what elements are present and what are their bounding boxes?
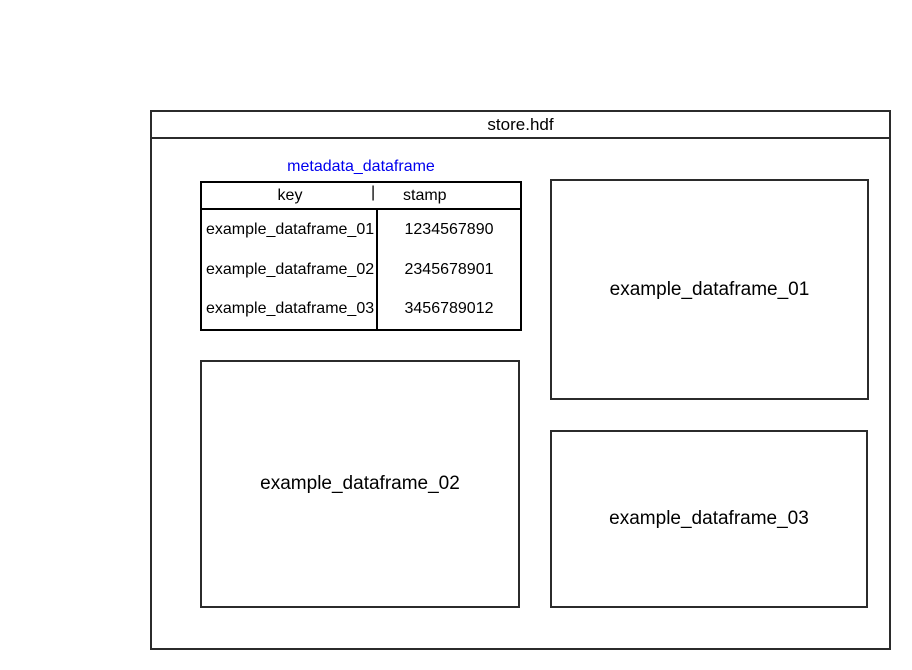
dataframe-box-01: example_dataframe_01	[550, 179, 869, 400]
cell-key: example_dataframe_01	[202, 210, 378, 250]
table-row: example_dataframe_01 1234567890	[202, 210, 520, 250]
dataframe-box-03: example_dataframe_03	[550, 430, 868, 608]
column-header-stamp: stamp	[403, 186, 447, 204]
dataframe-box-02: example_dataframe_02	[200, 360, 520, 608]
cell-stamp: 1234567890	[404, 220, 494, 238]
dataframe-box-03-label: example_dataframe_03	[609, 508, 809, 529]
store-hdf-title-bar: store.hdf	[152, 112, 889, 139]
dataframe-box-01-label: example_dataframe_01	[609, 278, 810, 300]
metadata-table: key | stamp example_dataframe_01 1234567…	[200, 181, 522, 331]
store-hdf-container: store.hdf metadata_dataframe key | stamp…	[150, 110, 891, 650]
metadata-table-header-row: key | stamp	[202, 183, 520, 210]
store-hdf-title: store.hdf	[487, 114, 554, 134]
table-row: example_dataframe_02 2345678901	[202, 249, 520, 290]
table-row: example_dataframe_03 3456789012	[202, 289, 520, 330]
cell-key: example_dataframe_02	[202, 249, 378, 290]
column-separator-pipe: |	[371, 184, 376, 201]
cell-stamp: 3456789012	[404, 300, 494, 318]
metadata-table-body: example_dataframe_01 1234567890 example_…	[202, 210, 520, 330]
metadata-dataframe-link[interactable]: metadata_dataframe	[287, 158, 435, 175]
cell-stamp: 2345678901	[404, 260, 494, 278]
cell-key: example_dataframe_03	[202, 289, 378, 330]
dataframe-box-02-label: example_dataframe_02	[260, 473, 460, 494]
column-header-key: key	[277, 186, 303, 204]
